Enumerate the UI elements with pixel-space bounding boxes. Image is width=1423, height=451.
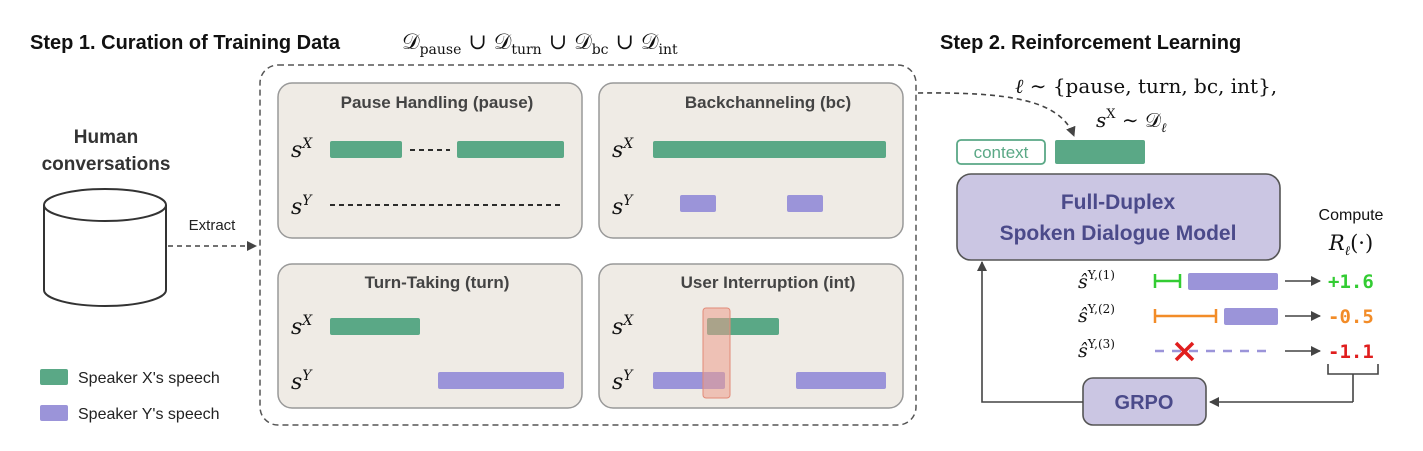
turn-speaker-x-label: sX [291,313,313,340]
bc-y-speech-1 [680,195,716,212]
panel-bc: Backchanneling (bc) sX sY [598,82,904,239]
pause-x-speech-2 [457,141,564,158]
sample-arrow [917,92,1076,137]
sample-line1: ℓ ∼ {pause, turn, bc, int}, [1015,74,1277,98]
legend-y-swatch [40,405,68,421]
dataset-container [259,64,917,426]
model-name-line2: Spoken Dialogue Model [1000,222,1237,245]
rollout-2-delay [1153,309,1218,323]
rollout-1-reward: +1.6 [1328,271,1374,293]
bc-x-speech [653,141,886,158]
legend-x-swatch [40,369,68,385]
context-box [956,139,1046,165]
pause-speaker-x-label: sX [291,136,313,163]
model-name-line1: Full-Duplex [1061,191,1176,214]
rollout-2-speech [1224,308,1278,325]
rollout-1-speech [1188,273,1278,290]
rollout-2-label: ŝY,(2) [1078,302,1115,327]
source-label-line2: conversations [42,154,171,175]
panel-turn-title: Turn-Taking (turn) [365,273,510,292]
compute-label: Compute [1319,207,1384,224]
step1-title: Step 1. Curation of Training Data [30,32,341,54]
step1-formula: 𝒟pause ∪ 𝒟turn ∪ 𝒟bc ∪ 𝒟int [402,30,678,58]
bc-y-speech-2 [787,195,823,212]
rollout-1-label: ŝY,(1) [1078,268,1115,293]
database-icon [43,188,167,307]
rollout-3-fail-icon [1174,341,1195,362]
pause-speaker-y-label: sY [291,193,313,220]
context-speech [1055,140,1145,164]
bc-speaker-y-label: sY [612,193,634,220]
panel-int-title: User Interruption (int) [681,273,856,292]
panel-int: User Interruption (int) sX sY [598,263,904,409]
legend-x-label: Speaker X's speech [78,370,220,387]
update-arrow [977,261,1083,403]
reward-bracket [1327,364,1379,402]
grpo-label: GRPO [1115,392,1174,414]
int-overlap-highlight [702,307,731,399]
extract-label: Extract [189,217,237,234]
rollout-2-reward: -0.5 [1328,306,1374,328]
rollout-1-delay [1153,274,1182,288]
bc-speaker-x-label: sX [612,136,634,163]
int-y-speech-2 [796,372,886,389]
panel-turn: Turn-Taking (turn) sX sY [277,263,583,409]
sample-line2: sX ∼ 𝒟ℓ [1096,107,1167,136]
panel-bc-title: Backchanneling (bc) [685,93,851,112]
rollout-3-label: ŝY,(3) [1078,337,1115,362]
int-speaker-y-label: sY [612,368,634,395]
panel-pause: Pause Handling (pause) sX sY [277,82,583,239]
pause-x-speech-1 [330,141,402,158]
turn-x-speech [330,318,420,335]
panel-pause-title: Pause Handling (pause) [341,93,534,112]
step2-title: Step 2. Reinforcement Learning [940,32,1241,54]
int-speaker-x-label: sX [612,313,634,340]
legend-y-label: Speaker Y's speech [78,406,220,423]
reward-fn: Rℓ(·) [1328,231,1373,259]
context-label: context [974,143,1029,162]
source-label-line1: Human [74,127,138,148]
turn-y-speech [438,372,564,389]
rollout-3-reward: -1.1 [1328,341,1374,363]
model-box [956,173,1281,261]
turn-speaker-y-label: sY [291,368,313,395]
